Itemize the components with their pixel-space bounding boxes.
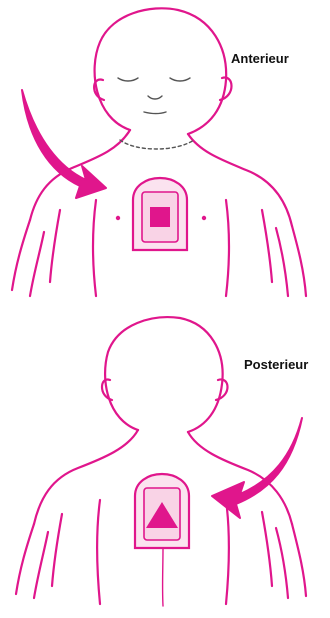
back-arrow-icon (212, 418, 302, 518)
back-pad (135, 474, 189, 548)
front-pad (116, 178, 206, 250)
posterior-label: Posterieur (244, 357, 308, 372)
infant-face (118, 78, 194, 149)
front-arrow-icon (22, 90, 106, 198)
anterior-label: Anterieur (231, 51, 289, 66)
square-icon (150, 207, 170, 227)
